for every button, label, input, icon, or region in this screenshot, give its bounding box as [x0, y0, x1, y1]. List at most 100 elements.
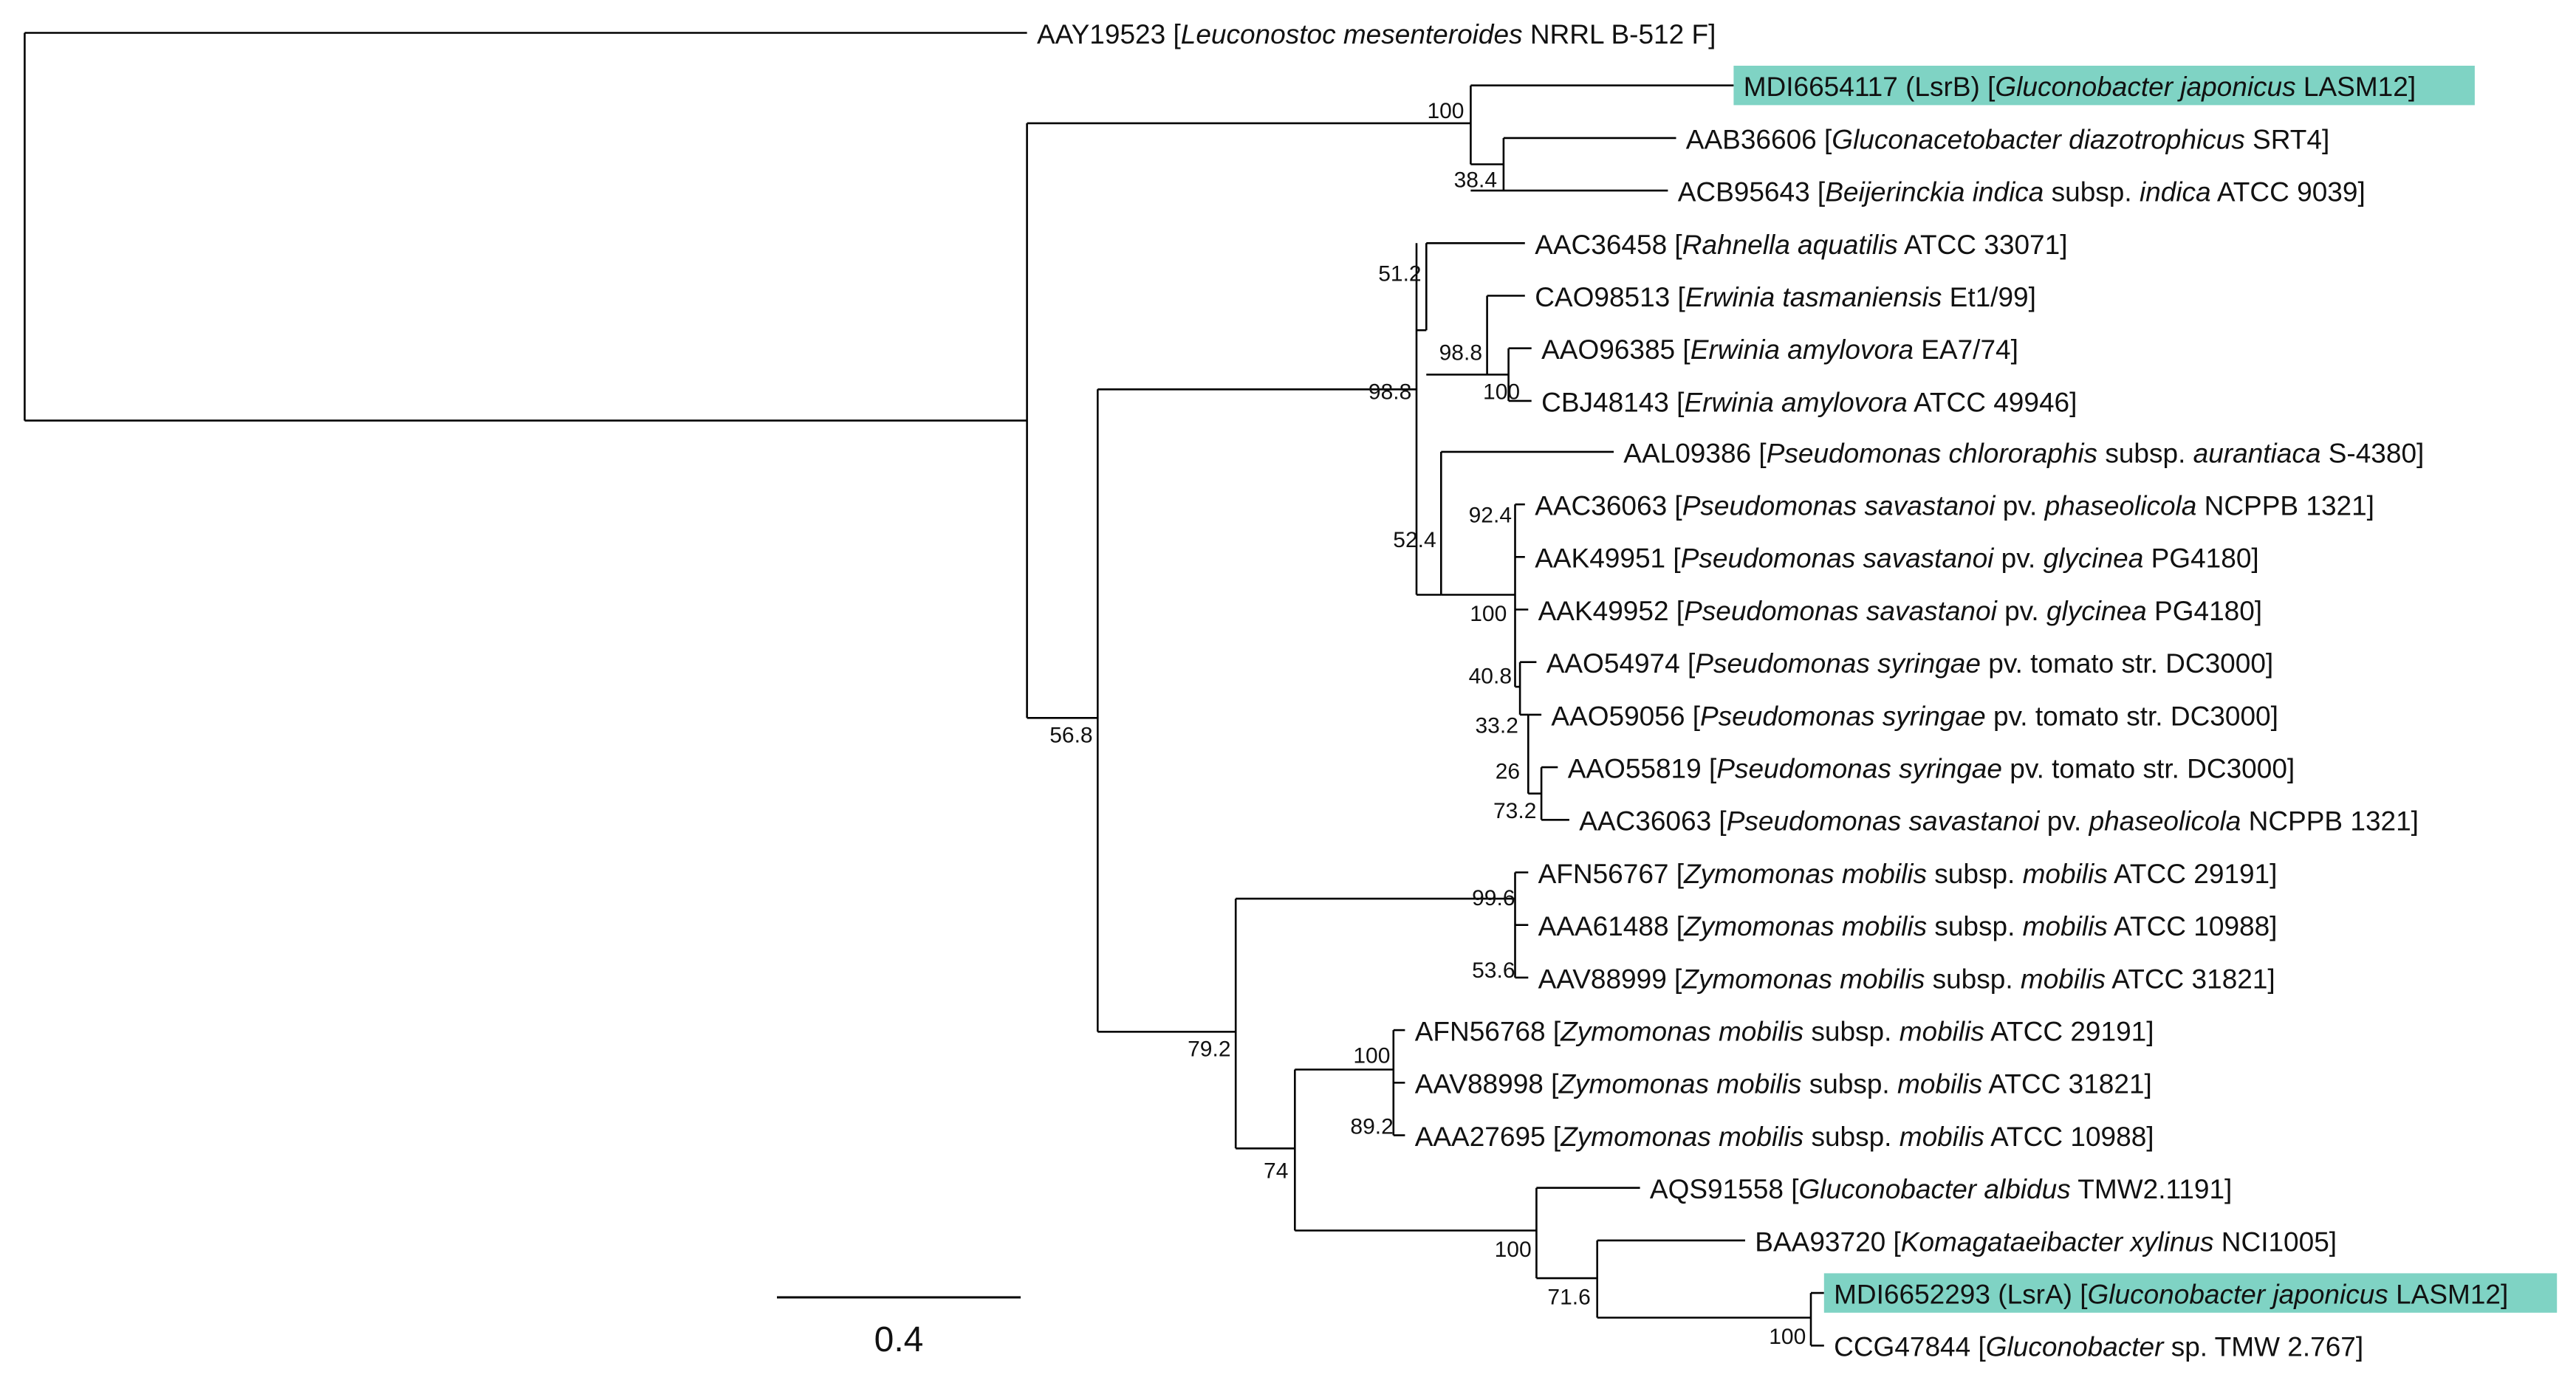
leaf-accession: CAO98513 — [1535, 282, 1670, 312]
leaf-taxon-italic: Pseudomonas savastanoi — [1682, 491, 1996, 521]
tree-branches — [24, 32, 1824, 1347]
leaf-taxon-italic: Pseudomonas chlororaphis — [1767, 438, 2097, 468]
leaf-accession: AAO55819 — [1568, 754, 1702, 784]
leaf-label: AAK49952 [Pseudomonas savastanoi pv. gly… — [1538, 596, 2263, 626]
leaf-accession: AAO54974 — [1546, 648, 1680, 679]
leaf-label: AAY19523 [Leuconostoc mesenteroides NRRL… — [1037, 19, 1716, 49]
bootstrap-value: 40.8 — [1469, 665, 1512, 689]
leaf-taxon-italic: Zymomonas mobilis — [1560, 1017, 1803, 1047]
leaf-text: sp. TMW 2.767] — [2163, 1332, 2363, 1362]
leaf-label: AAC36458 [Rahnella aquatilis ATCC 33071] — [1535, 230, 2067, 260]
leaf-text: pv. — [1997, 596, 2046, 626]
leaf-text: [ — [1669, 387, 1685, 417]
leaf-text: subsp. — [1927, 859, 2023, 889]
leaf-text: ATCC 10988] — [1984, 1122, 2154, 1152]
leaf-taxon-italic: Gluconobacter — [1986, 1332, 2165, 1362]
leaf-text: NCI1005] — [2213, 1226, 2337, 1257]
leaf-text: subsp. — [1803, 1122, 1900, 1152]
leaf-text: SRT4] — [2245, 124, 2329, 154]
leaf-text: pv. tomato str. DC3000] — [1981, 648, 2273, 679]
bootstrap-value: 74 — [1264, 1159, 1288, 1183]
leaf-label: MDI6652293 (LsrA) [Gluconobacter japonic… — [1834, 1280, 2508, 1310]
leaf-taxon-italic: Zymomonas mobilis — [1560, 1122, 1803, 1152]
leaf-text: (LsrA) [ — [1990, 1280, 2088, 1310]
leaf-label: AFN56768 [Zymomonas mobilis subsp. mobil… — [1415, 1017, 2154, 1047]
leaf-label: AAV88999 [Zymomonas mobilis subsp. mobil… — [1538, 964, 2275, 994]
leaf-text: subsp. — [1927, 911, 2023, 941]
leaf-accession: ACB95643 — [1678, 177, 1810, 207]
bootstrap-value: 71.6 — [1547, 1286, 1590, 1310]
leaf-text: [ — [1667, 964, 1682, 994]
bootstrap-value: 99.6 — [1472, 886, 1515, 910]
leaf-text: [ — [1667, 230, 1682, 260]
leaf-text: subsp. — [1803, 1017, 1900, 1047]
leaf-text: ATCC 9039] — [2211, 177, 2366, 207]
leaf-text: subsp. — [2097, 438, 2193, 468]
leaf-text: [ — [1702, 754, 1717, 784]
leaf-label: AAC36063 [Pseudomonas savastanoi pv. pha… — [1535, 491, 2374, 521]
leaf-label: AAO55819 [Pseudomonas syringae pv. tomat… — [1568, 754, 2295, 784]
leaf-taxon-italic: Erwinia tasmaniensis — [1685, 282, 1942, 312]
leaf-text: [ — [1669, 596, 1685, 626]
scale-bar-group: 0.4 — [777, 1296, 1021, 1359]
leaf-text: LASM12] — [2296, 72, 2416, 102]
bootstrap-value: 52.4 — [1393, 528, 1436, 552]
bootstrap-value: 100 — [1470, 602, 1507, 626]
leaf-accession: AAB36606 — [1686, 124, 1817, 154]
leaf-text: [ — [1165, 19, 1181, 49]
bootstrap-value: 100 — [1483, 380, 1520, 405]
leaf-taxon-italic: Zymomonas mobilis — [1681, 964, 1925, 994]
leaf-accession: AAO59056 — [1551, 701, 1685, 731]
leaf-taxon-italic: mobilis — [1900, 1017, 1984, 1047]
leaf-text: [ — [1711, 806, 1727, 837]
bootstrap-value: 98.8 — [1439, 340, 1482, 365]
leaf-taxon-italic: Gluconacetobacter diazotrophicus — [1832, 124, 2244, 154]
leaf-text: [ — [1784, 1174, 1799, 1204]
leaf-accession: AFN56768 — [1415, 1017, 1546, 1047]
leaf-taxon-italic: mobilis — [1900, 1122, 1984, 1152]
leaf-text: [ — [1546, 1017, 1561, 1047]
bootstrap-value: 73.2 — [1493, 799, 1536, 823]
leaf-accession: AAA61488 — [1538, 911, 1669, 941]
leaf-taxon-italic: phaseolicola — [2089, 806, 2241, 837]
leaf-text: [ — [1680, 648, 1696, 679]
bootstrap-value: 100 — [1427, 99, 1464, 123]
leaf-label: AAC36063 [Pseudomonas savastanoi pv. pha… — [1579, 806, 2419, 837]
leaf-label: MDI6654117 (LsrB) [Gluconobacter japonic… — [1744, 72, 2416, 102]
bootstrap-value: 100 — [1495, 1238, 1532, 1262]
leaf-text: [ — [1546, 1122, 1561, 1152]
bootstrap-value: 56.8 — [1049, 724, 1092, 748]
leaf-taxon-italic: Leuconostoc mesenteroides — [1181, 19, 1523, 49]
leaf-labels: AAY19523 [Leuconostoc mesenteroides NRRL… — [1037, 19, 2508, 1362]
leaf-text: EA7/74] — [1914, 334, 2018, 365]
leaf-accession: AFN56767 — [1538, 859, 1669, 889]
leaf-label: ACB95643 [Beijerinckia indica subsp. ind… — [1678, 177, 2366, 207]
leaf-taxon-italic: Rahnella aquatilis — [1682, 230, 1898, 260]
bootstrap-value: 92.4 — [1469, 504, 1512, 528]
leaf-text: [ — [1665, 543, 1681, 574]
leaf-text: NRRL B-512 F] — [1523, 19, 1716, 49]
leaf-taxon-italic: Pseudomonas savastanoi — [1684, 596, 1998, 626]
leaf-taxon-italic: glycinea — [2046, 596, 2147, 626]
leaf-text: (LsrB) [ — [1898, 72, 1996, 102]
leaf-text: PG4180] — [2143, 543, 2258, 574]
leaf-label: AQS91558 [Gluconobacter albidus TMW2.119… — [1650, 1174, 2232, 1204]
leaf-taxon-italic: Pseudomonas syringae — [1716, 754, 2002, 784]
leaf-text: [ — [1685, 701, 1700, 731]
leaf-text: [ — [1544, 1069, 1559, 1099]
leaf-text: [ — [1817, 124, 1832, 154]
leaf-text: pv. — [1995, 491, 2044, 521]
leaf-highlight — [1733, 66, 2475, 106]
leaf-text: pv. tomato str. DC3000] — [2002, 754, 2295, 784]
leaf-text: LASM12] — [2388, 1280, 2508, 1310]
leaf-accession: MDI6654117 — [1744, 72, 1898, 102]
leaf-text: ATCC 49946] — [1908, 387, 2077, 417]
leaf-text: ATCC 31821] — [1982, 1069, 2152, 1099]
bootstrap-value: 26 — [1496, 760, 1520, 784]
bootstrap-value: 89.2 — [1350, 1114, 1393, 1139]
leaf-label: AAB36606 [Gluconacetobacter diazotrophic… — [1686, 124, 2329, 154]
leaf-text: [ — [1751, 438, 1767, 468]
leaf-taxon-italic: Zymomonas mobilis — [1558, 1069, 1801, 1099]
leaf-text: [ — [1675, 334, 1690, 365]
leaf-taxon-italic: Gluconobacter japonicus — [1995, 72, 2295, 102]
